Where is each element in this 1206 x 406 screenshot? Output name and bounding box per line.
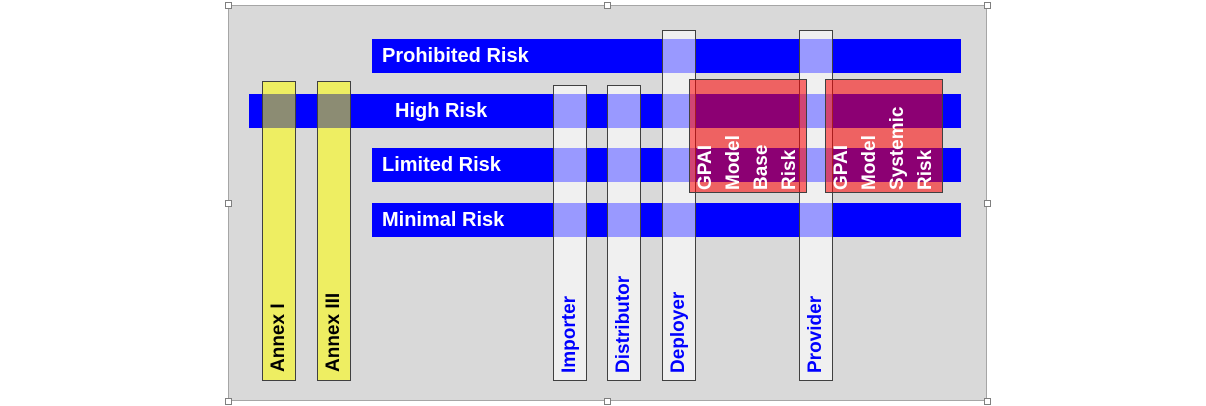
gpai-systemic-line-4: Risk bbox=[915, 149, 936, 190]
selection-handle-middle-right[interactable] bbox=[984, 200, 991, 207]
distributor-label: Distributor bbox=[613, 275, 634, 373]
provider-label: Provider bbox=[805, 295, 826, 373]
annex-1-column: Annex I bbox=[262, 81, 296, 381]
importer-column: Importer bbox=[553, 85, 587, 381]
annex-3-column: Annex III bbox=[317, 81, 351, 381]
selection-handle-bottom-center[interactable] bbox=[604, 398, 611, 405]
deployer-label: Deployer bbox=[668, 291, 689, 373]
high-risk-label: High Risk bbox=[395, 100, 488, 122]
selection-handle-bottom-left[interactable] bbox=[225, 398, 232, 405]
selection-handle-bottom-right[interactable] bbox=[984, 398, 991, 405]
annex-1-label: Annex I bbox=[268, 303, 289, 372]
gpai-model-systemic-risk-box: GPAI Model Systemic Risk bbox=[825, 79, 943, 193]
gpai-systemic-line-2: Model bbox=[859, 135, 880, 190]
minimal-risk-label: Minimal Risk bbox=[382, 209, 505, 231]
gpai-systemic-line-1: GPAI bbox=[831, 144, 852, 190]
selection-handle-middle-left[interactable] bbox=[225, 200, 232, 207]
gpai-model-base-risk-box: GPAI Model Base Risk bbox=[689, 79, 807, 193]
prohibited-risk-label: Prohibited Risk bbox=[382, 45, 529, 67]
annex-3-label: Annex III bbox=[323, 292, 344, 372]
gpai-base-line-3: Base bbox=[751, 144, 772, 190]
gpai-systemic-line-3: Systemic bbox=[887, 106, 908, 190]
selection-handle-top-center[interactable] bbox=[604, 2, 611, 9]
selection-handle-top-right[interactable] bbox=[984, 2, 991, 9]
distributor-column: Distributor bbox=[607, 85, 641, 381]
limited-risk-label: Limited Risk bbox=[382, 154, 501, 176]
gpai-base-line-4: Risk bbox=[779, 149, 800, 190]
importer-label: Importer bbox=[559, 295, 580, 373]
gpai-base-line-1: GPAI bbox=[695, 144, 716, 190]
selection-handle-top-left[interactable] bbox=[225, 2, 232, 9]
gpai-base-line-2: Model bbox=[723, 135, 744, 190]
